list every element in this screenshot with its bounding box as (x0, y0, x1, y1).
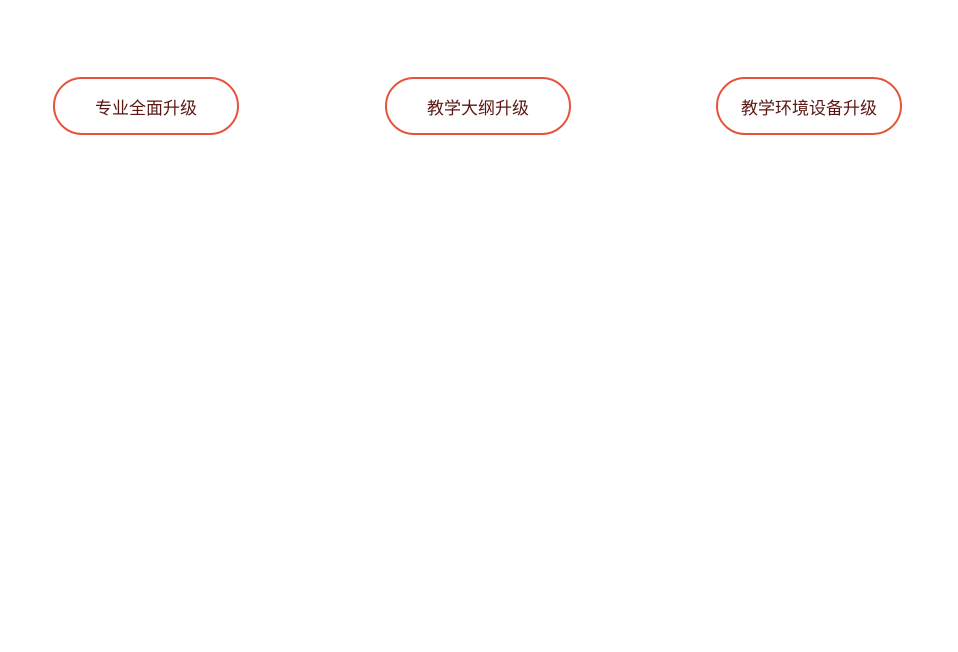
upgrade-option-syllabus-button[interactable]: 教学大纲升级 (385, 77, 571, 135)
upgrade-options-row: 专业全面升级 教学大纲升级 教学环境设备升级 (0, 77, 958, 138)
upgrade-option-label: 教学环境设备升级 (741, 98, 877, 119)
upgrade-option-equipment-button[interactable]: 教学环境设备升级 (716, 77, 902, 135)
upgrade-option-label: 教学大纲升级 (427, 98, 529, 119)
upgrade-option-full-major-button[interactable]: 专业全面升级 (53, 77, 239, 135)
upgrade-option-label: 专业全面升级 (95, 98, 197, 119)
